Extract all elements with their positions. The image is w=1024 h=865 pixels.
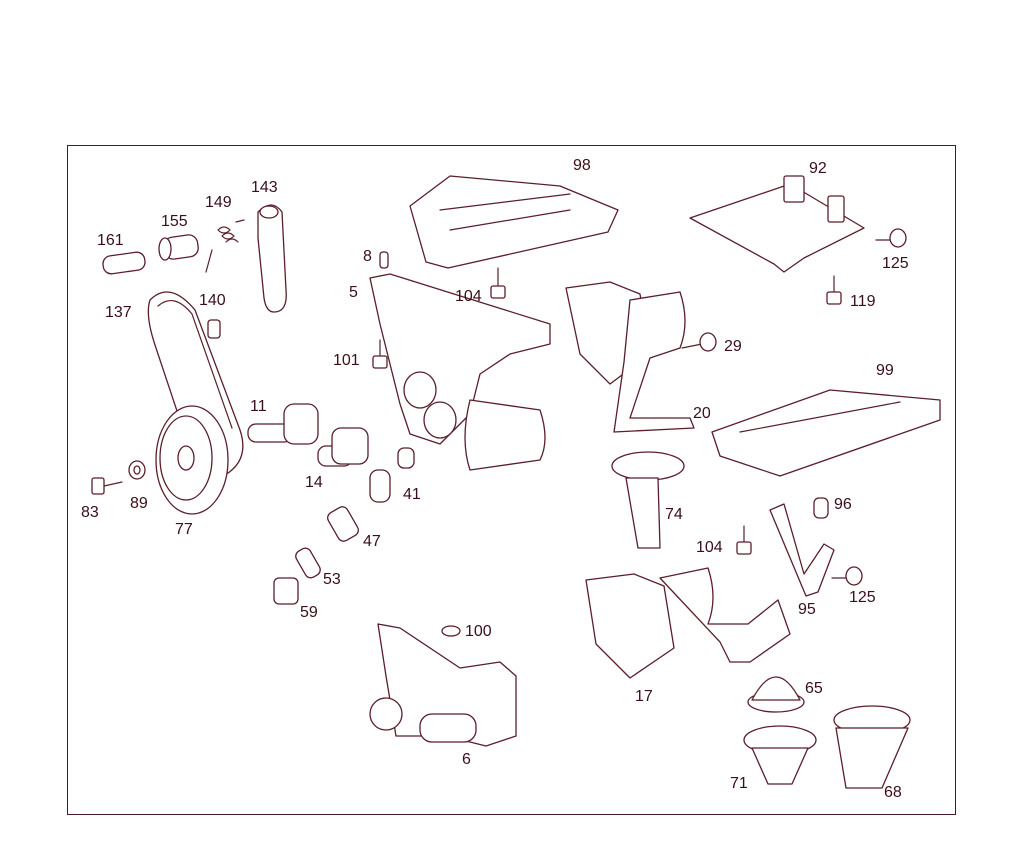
- callout-161: 161: [97, 232, 124, 249]
- part-89-washer: [128, 460, 146, 480]
- part-6-oil-pump: [369, 623, 517, 747]
- callout-17: 17: [635, 688, 653, 705]
- callout-92: 92: [809, 160, 827, 177]
- part-155-bushing: [158, 234, 199, 261]
- part-74-funnel-tube: [611, 451, 685, 549]
- part-71-funnel: [743, 725, 817, 785]
- callout-125-mid: 125: [849, 589, 876, 606]
- part-65-cap: [747, 676, 805, 713]
- part-11-gear: [247, 403, 319, 445]
- part-125-bolt-a: [875, 228, 907, 248]
- part-53-plunger: [295, 547, 321, 579]
- callout-77: 77: [175, 521, 193, 538]
- callout-5: 5: [349, 284, 358, 301]
- callout-104-top: 104: [455, 288, 482, 305]
- callout-20: 20: [693, 405, 711, 422]
- part-101-bolt: [372, 339, 388, 369]
- callout-143: 143: [251, 179, 278, 196]
- callout-104-mid: 104: [696, 539, 723, 556]
- part-140-chain-link: [207, 319, 221, 339]
- part-20-elbow-housing: [565, 281, 695, 433]
- part-119-bolt: [826, 275, 842, 305]
- callout-6: 6: [462, 751, 471, 768]
- callout-65: 65: [805, 680, 823, 697]
- part-92-shield: [689, 175, 865, 273]
- callout-8: 8: [363, 248, 372, 265]
- callout-14: 14: [305, 474, 323, 491]
- callout-96: 96: [834, 496, 852, 513]
- callout-101: 101: [333, 352, 360, 369]
- callout-83: 83: [81, 504, 99, 521]
- callout-100: 100: [465, 623, 492, 640]
- callout-11: 11: [250, 398, 267, 415]
- callout-71: 71: [730, 775, 748, 792]
- part-68-cup: [833, 705, 911, 789]
- part-83-bolt: [91, 477, 123, 495]
- part-41-piston: [369, 447, 415, 503]
- part-8-pin: [379, 251, 389, 269]
- callout-137: 137: [105, 304, 132, 321]
- part-143-tensioner-arm: [257, 204, 287, 313]
- part-99-cover-plate: [711, 389, 941, 477]
- callout-99: 99: [876, 362, 894, 379]
- callout-89: 89: [130, 495, 148, 512]
- callout-47: 47: [363, 533, 381, 550]
- callout-53: 53: [323, 571, 341, 588]
- callout-95: 95: [798, 601, 816, 618]
- part-95-bracket: [769, 503, 835, 597]
- callout-155: 155: [161, 213, 188, 230]
- diagram-frame: [67, 145, 956, 815]
- callout-68: 68: [884, 784, 902, 801]
- part-149-spring: [205, 219, 245, 273]
- callout-41: 41: [403, 486, 421, 503]
- part-100-seal: [441, 625, 461, 637]
- callout-125-top: 125: [882, 255, 909, 272]
- part-5-pump-housing: [369, 273, 551, 471]
- part-29-bolt: [681, 332, 717, 352]
- part-125-bolt-b: [831, 566, 863, 586]
- callout-149: 149: [205, 194, 232, 211]
- callout-140: 140: [199, 292, 226, 309]
- callout-59: 59: [300, 604, 318, 621]
- callout-98: 98: [573, 157, 591, 174]
- callout-29: 29: [724, 338, 742, 355]
- part-104-bolt-top: [490, 267, 506, 299]
- callout-74: 74: [665, 506, 683, 523]
- part-47-spring: [327, 506, 359, 542]
- callout-119: 119: [850, 293, 876, 310]
- part-14-gear: [317, 427, 369, 467]
- part-96-bushing: [813, 497, 829, 519]
- part-98-cover: [409, 175, 619, 269]
- part-104-bolt-b: [736, 525, 752, 555]
- part-161-sleeve: [102, 251, 146, 275]
- part-17-elbow-housing: [585, 567, 791, 679]
- part-59-plug: [273, 577, 299, 605]
- part-77-sprocket: [155, 405, 229, 515]
